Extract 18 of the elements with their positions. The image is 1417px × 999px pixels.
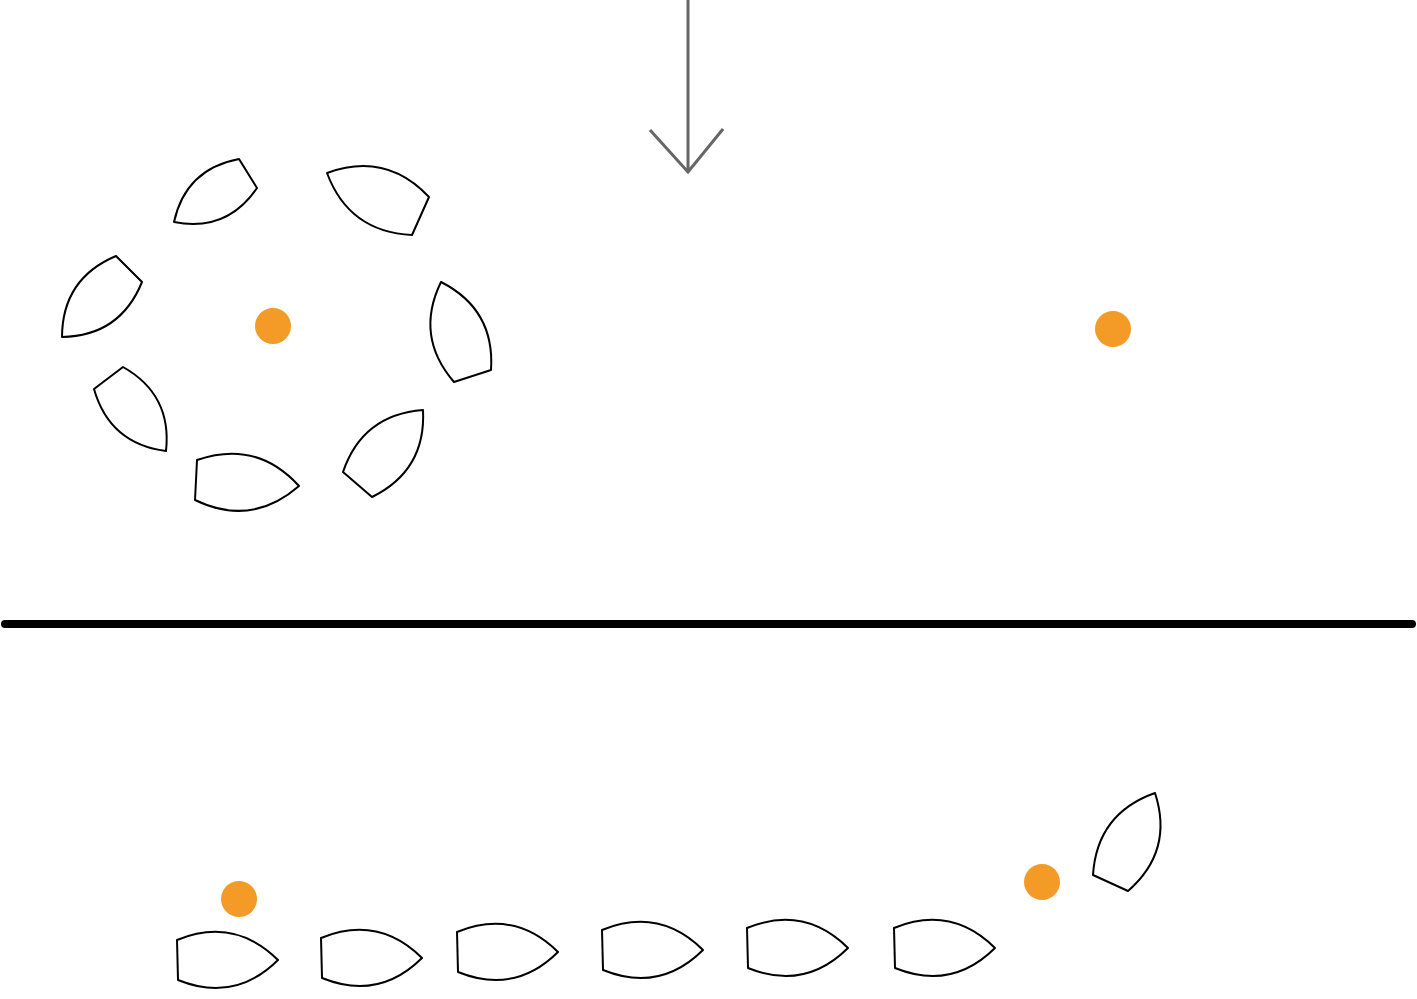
boat bbox=[173, 158, 258, 225]
boat bbox=[1092, 792, 1162, 892]
boat bbox=[326, 165, 430, 236]
boat bbox=[176, 930, 279, 989]
dot bbox=[1095, 311, 1131, 347]
dot bbox=[1024, 864, 1060, 900]
dot bbox=[255, 308, 291, 344]
boat bbox=[342, 409, 425, 498]
boat bbox=[320, 928, 423, 987]
boat bbox=[429, 281, 493, 383]
boat bbox=[746, 918, 849, 977]
boat bbox=[601, 920, 704, 979]
boat bbox=[61, 255, 143, 338]
boat bbox=[456, 922, 559, 981]
boat bbox=[194, 452, 300, 512]
dot bbox=[221, 881, 257, 917]
boat bbox=[93, 366, 168, 452]
boat bbox=[893, 918, 996, 977]
